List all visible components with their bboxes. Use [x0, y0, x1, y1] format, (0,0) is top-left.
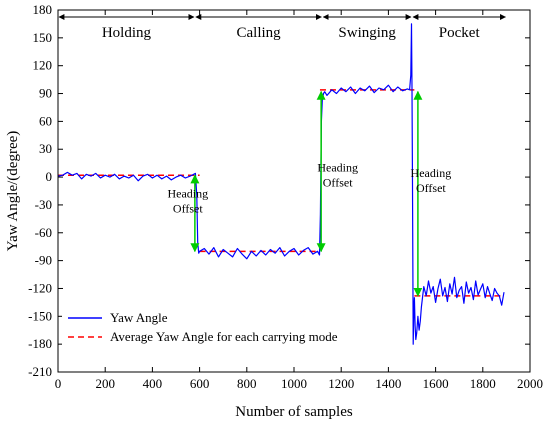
x-tick-label: 800	[237, 376, 257, 391]
heading-offset-label: Heading	[167, 186, 208, 200]
y-axis-title: Yaw Angle/(degree)	[5, 131, 21, 252]
x-tick-label: 200	[95, 376, 115, 391]
x-tick-label: 1800	[470, 376, 496, 391]
heading-offset-label: Offset	[416, 181, 446, 195]
x-axis-title: Number of samples	[235, 404, 353, 420]
y-tick-label: -150	[28, 308, 52, 323]
heading-offset-label: Heading	[411, 166, 452, 180]
y-tick-label: 30	[39, 141, 52, 156]
y-tick-label: -90	[35, 253, 52, 268]
x-tick-label: 1600	[423, 376, 449, 391]
y-tick-label: -120	[28, 280, 52, 295]
heading-offset-label: Offset	[173, 201, 203, 215]
y-tick-label: 0	[46, 169, 53, 184]
x-tick-label: 1400	[375, 376, 401, 391]
heading-offset-label: Offset	[323, 176, 353, 190]
legend-label-average: Average Yaw Angle for each carrying mode	[110, 329, 338, 344]
y-tick-label: -30	[35, 197, 52, 212]
y-tick-label: 90	[39, 86, 52, 101]
mode-label: Pocket	[439, 25, 481, 41]
legend-label-yaw: Yaw Angle	[110, 310, 168, 325]
y-tick-label: -180	[28, 336, 52, 351]
yaw-angle-line	[57, 23, 505, 345]
x-tick-label: 400	[143, 376, 163, 391]
y-tick-label: -210	[28, 364, 52, 379]
y-tick-label: -60	[35, 225, 52, 240]
y-tick-label: 120	[33, 58, 53, 73]
y-tick-label: 60	[39, 113, 52, 128]
mode-label: Swinging	[338, 25, 396, 41]
mode-label: Holding	[102, 25, 152, 41]
mode-label: Calling	[237, 25, 282, 41]
y-tick-label: 150	[33, 30, 53, 45]
x-tick-label: 1200	[328, 376, 354, 391]
plot-frame	[57, 9, 531, 373]
legend-box	[62, 307, 352, 347]
x-tick-label: 600	[190, 376, 210, 391]
heading-offset-label: Heading	[317, 161, 358, 175]
y-tick-label: 180	[33, 2, 53, 17]
x-tick-label: 2000	[517, 376, 543, 391]
x-tick-label: 0	[55, 376, 62, 391]
x-tick-label: 1000	[281, 376, 307, 391]
